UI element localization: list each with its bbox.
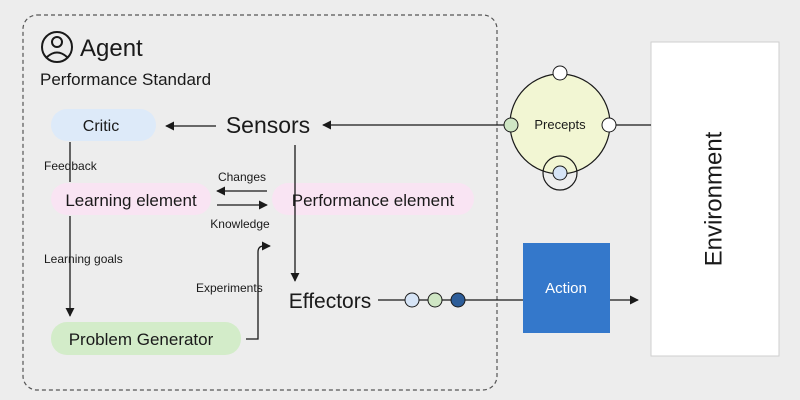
- critic-node-bg: [51, 109, 156, 141]
- precepts-port-bottom-ring: [542, 155, 578, 191]
- knowledge-label: Knowledge: [210, 217, 270, 231]
- learning-goals-label: Learning goals: [44, 252, 123, 266]
- learning-element-label: Learning element: [65, 191, 197, 210]
- precepts-label: Precepts: [534, 117, 586, 132]
- problem-generator-node-bg: [51, 322, 241, 355]
- signal-dot-navy: [450, 292, 466, 308]
- precepts-port-top: [552, 65, 568, 81]
- critic-label: Critic: [83, 118, 119, 135]
- problem-generator-label: Problem Generator: [69, 330, 214, 349]
- agent-boundary: [22, 14, 498, 391]
- environment-label: Environment: [700, 131, 727, 266]
- signal-dot-green: [427, 292, 443, 308]
- action-label: Action: [545, 280, 587, 297]
- learning-element-node-bg: [51, 183, 211, 215]
- precepts-port-right: [601, 117, 617, 133]
- precepts-port-left: [503, 117, 519, 133]
- feedback-label: Feedback: [44, 159, 98, 173]
- user-icon: [41, 31, 73, 63]
- action-node-bg: [523, 243, 610, 333]
- experiments-arrow: [246, 241, 271, 340]
- changes-label: Changes: [218, 170, 266, 184]
- experiments-label: Experiments: [196, 281, 263, 295]
- performance-standard-label: Performance Standard: [40, 70, 211, 89]
- performance-element-label: Performance element: [292, 191, 455, 210]
- sensors-label: Sensors: [226, 112, 310, 138]
- precepts-port-bottom: [552, 165, 568, 181]
- environment-node-bg: [650, 41, 780, 357]
- effectors-label: Effectors: [289, 290, 371, 313]
- performance-element-node-bg: [272, 183, 474, 215]
- agent-title: Agent: [80, 35, 143, 62]
- signal-dot-blue: [404, 292, 420, 308]
